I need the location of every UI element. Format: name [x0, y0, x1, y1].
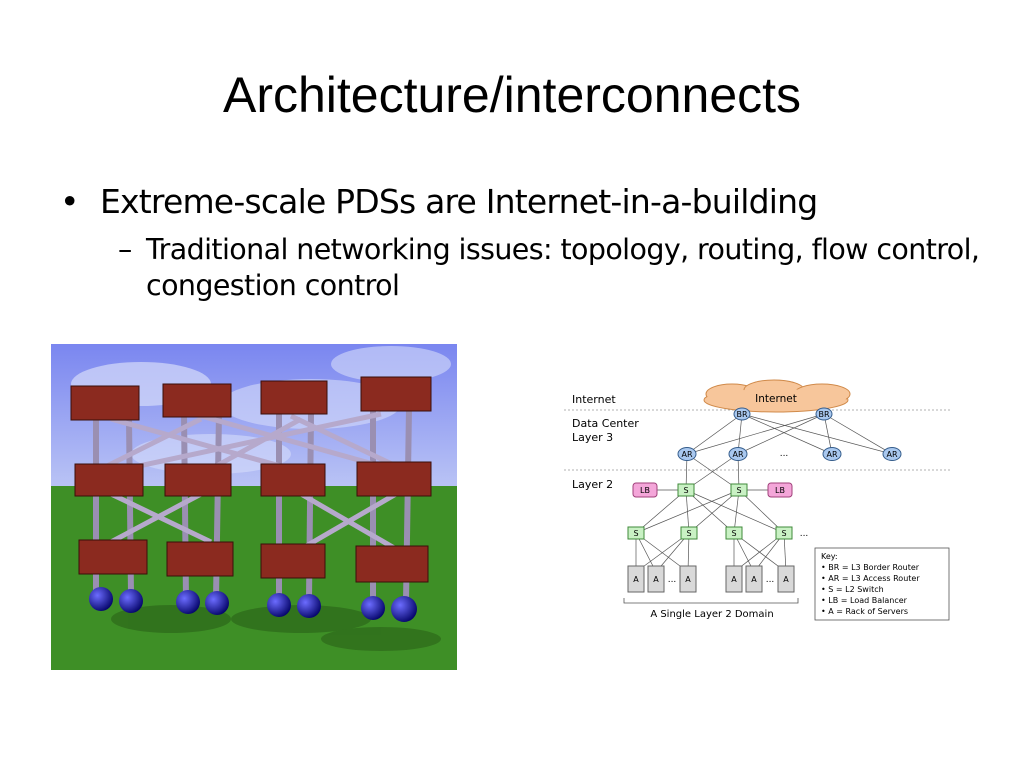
svg-text:A: A: [731, 575, 737, 584]
svg-text:Key:: Key:: [821, 552, 838, 561]
svg-text:...: ...: [800, 529, 809, 539]
svg-text:• S = L2 Switch: • S = L2 Switch: [821, 585, 884, 594]
shadows: [111, 605, 441, 651]
layer-label-dc: Data Center: [572, 417, 639, 430]
server-racks: A A ... A A A ... A: [627, 565, 795, 593]
svg-text:• LB = Load Balancer: • LB = Load Balancer: [821, 596, 908, 605]
layer2-switches: S S S S ...: [627, 526, 809, 540]
svg-text:S: S: [731, 529, 736, 538]
svg-text:A: A: [633, 575, 639, 584]
svg-text:A: A: [653, 575, 659, 584]
layer2-aggregation: LB S S LB: [632, 482, 793, 498]
svg-text:A: A: [685, 575, 691, 584]
switch-boxes-bottom: [78, 539, 429, 583]
svg-text:AR: AR: [732, 450, 743, 459]
internet-cloud: Internet: [703, 379, 851, 413]
datacenter-topology-diagram: Internet Data Center Layer 3 Layer 2 Int…: [564, 379, 952, 621]
border-routers: BR BR: [733, 407, 833, 421]
bullet-symbol: •: [60, 182, 79, 221]
layer-label-l3: Layer 3: [572, 431, 613, 444]
svg-text:A: A: [783, 575, 789, 584]
svg-text:S: S: [683, 486, 688, 495]
sub-bullet-item: – Traditional networking issues: topolog…: [118, 232, 998, 304]
svg-text:AR: AR: [826, 450, 837, 459]
domain-label: A Single Layer 2 Domain: [650, 609, 773, 620]
switch-boxes-top: [70, 376, 432, 421]
svg-text:S: S: [686, 529, 691, 538]
svg-text:BR: BR: [736, 410, 747, 419]
access-routers: AR AR ... AR AR: [677, 447, 902, 461]
svg-text:• AR = L3 Access Router: • AR = L3 Access Router: [821, 574, 920, 583]
svg-text:• BR = L3 Border Router: • BR = L3 Border Router: [821, 563, 920, 572]
svg-text:S: S: [781, 529, 786, 538]
svg-text:...: ...: [780, 449, 789, 459]
legend-key: Key: • BR = L3 Border Router • AR = L3 A…: [814, 547, 950, 621]
layer-dividers: [564, 409, 952, 471]
svg-text:S: S: [736, 486, 741, 495]
svg-text:• A = Rack of Servers: • A = Rack of Servers: [821, 607, 908, 616]
server-nodes: [89, 587, 417, 622]
cross-links: [99, 411, 398, 552]
bullet-item: • Extreme-scale PDSs are Internet-in-a-bu…: [60, 180, 818, 224]
svg-text:AR: AR: [681, 450, 692, 459]
bullet-text: Extreme-scale PDSs are Internet-in-a-bui…: [100, 182, 818, 221]
layer-label-internet: Internet: [572, 393, 616, 406]
sub-bullet-text: Traditional networking issues: topology,…: [146, 233, 980, 302]
slide-title: Architecture/interconnects: [222, 67, 802, 123]
switch-boxes-mid: [74, 461, 432, 497]
svg-text:...: ...: [668, 575, 677, 585]
domain-bracket: [623, 598, 799, 604]
svg-text:LB: LB: [775, 486, 785, 495]
layer-label-l2: Layer 2: [572, 478, 613, 491]
sub-bullet-symbol: –: [118, 233, 132, 266]
interconnect-render-image: [51, 344, 457, 670]
svg-text:S: S: [633, 529, 638, 538]
svg-text:...: ...: [766, 575, 775, 585]
svg-text:Internet: Internet: [755, 393, 797, 405]
svg-text:LB: LB: [640, 486, 650, 495]
svg-text:BR: BR: [818, 410, 829, 419]
svg-text:AR: AR: [886, 450, 897, 459]
svg-text:A: A: [751, 575, 757, 584]
